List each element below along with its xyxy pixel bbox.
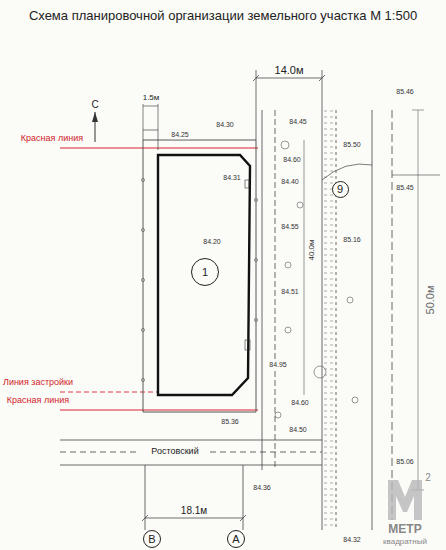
elevation: 84.50 <box>288 426 308 434</box>
elevation: 84.32 <box>342 536 362 544</box>
elevation: 84.31 <box>222 174 242 182</box>
dimension: 40.0м <box>308 238 317 261</box>
elevation: 85.45 <box>395 184 415 192</box>
elevation: 84.55 <box>280 223 300 231</box>
elevation: 85.46 <box>395 88 415 96</box>
callout-number: 1 <box>202 267 208 278</box>
dimension: 50.0м <box>424 285 436 316</box>
elevation: 84.45 <box>288 118 308 126</box>
elevation: 85.06 <box>395 458 415 466</box>
callout-circle: В <box>143 530 161 548</box>
callout-circle: А <box>227 530 245 548</box>
elevation: 84.20 <box>202 238 222 246</box>
callout-number: 9 <box>337 184 343 195</box>
watermark: квадратный <box>382 538 428 547</box>
watermark: 2 <box>424 472 432 483</box>
dimension: 1.5м <box>142 94 161 103</box>
north-mark: С <box>90 99 99 110</box>
elevation: 84.60 <box>290 399 310 407</box>
elevation: 84.60 <box>282 156 302 164</box>
elevation: 84.30 <box>215 121 235 129</box>
callout-circle: 9 <box>332 181 349 198</box>
callout-number: В <box>148 534 155 545</box>
dimension: 14.0м <box>274 64 305 76</box>
elevation: 84.51 <box>280 288 300 296</box>
elevation: 85.16 <box>342 236 362 244</box>
callout-number: А <box>232 534 239 545</box>
elevation: 85.36 <box>220 418 240 426</box>
street-name: Ростовский <box>150 447 199 457</box>
elevation: 84.36 <box>252 484 272 492</box>
callout-circle: 1 <box>191 258 219 286</box>
elevation: 84.40 <box>280 178 300 186</box>
red-line-label: Красная линия <box>20 134 84 144</box>
dimension: 18.1м <box>180 505 208 516</box>
red-line-label: Красная линия <box>6 396 70 406</box>
plan-title: Схема планировочной организации земельно… <box>0 8 446 23</box>
building-line-label: Линия застройки <box>2 378 74 388</box>
elevation: 84.25 <box>170 131 190 139</box>
watermark: МЕТР <box>387 523 422 536</box>
elevation: 85.50 <box>342 141 362 149</box>
elevation: 84.95 <box>268 361 288 369</box>
